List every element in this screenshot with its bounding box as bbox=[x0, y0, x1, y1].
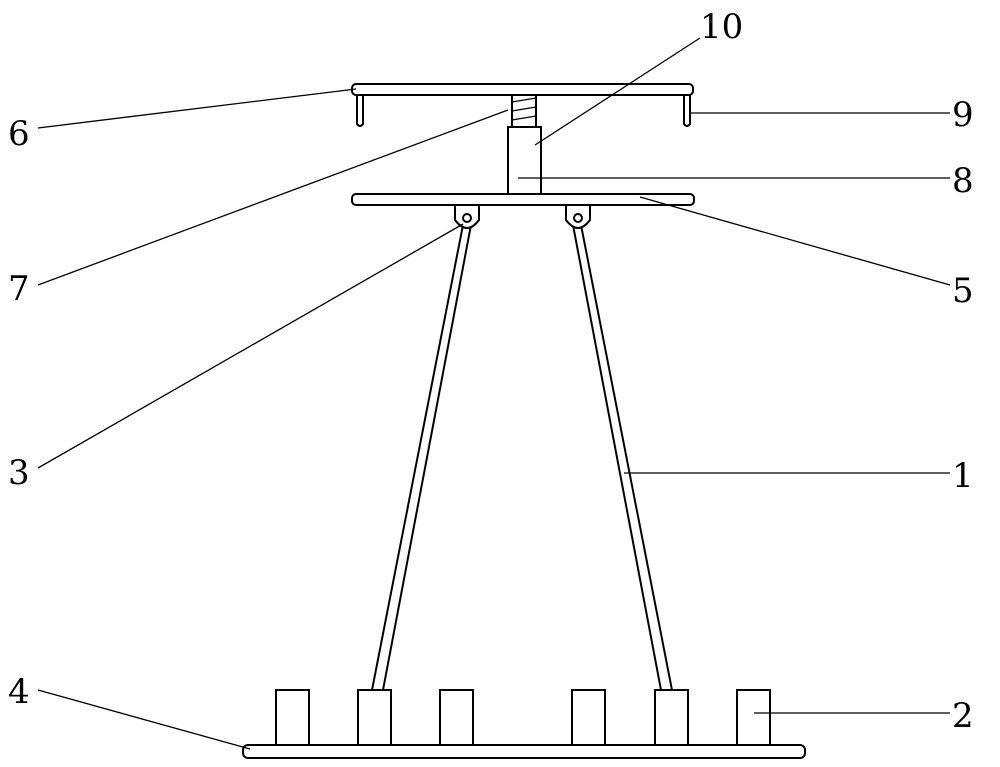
base-plate bbox=[242, 744, 806, 759]
label-3: 3 bbox=[8, 453, 30, 493]
label-1: 1 bbox=[952, 456, 974, 496]
hinge-lugs bbox=[454, 204, 591, 229]
block bbox=[736, 689, 771, 746]
right-pin bbox=[683, 94, 691, 127]
left-pin bbox=[356, 94, 364, 127]
label-7: 7 bbox=[8, 269, 30, 309]
base-blocks bbox=[275, 689, 771, 746]
label-10: 10 bbox=[700, 7, 743, 47]
label-5: 5 bbox=[952, 271, 974, 311]
block bbox=[571, 689, 606, 746]
pin-left bbox=[462, 213, 472, 223]
support-plate bbox=[351, 193, 695, 206]
label-9: 9 bbox=[952, 95, 974, 135]
pin-right bbox=[573, 213, 583, 223]
cylinder bbox=[507, 126, 542, 195]
top-bar bbox=[351, 83, 694, 96]
block bbox=[357, 689, 392, 746]
label-8: 8 bbox=[952, 161, 974, 201]
label-6: 6 bbox=[8, 114, 30, 154]
left-leg bbox=[370, 224, 473, 691]
spring bbox=[511, 94, 537, 128]
block bbox=[654, 689, 689, 746]
label-4: 4 bbox=[8, 672, 30, 712]
spring-coils bbox=[511, 97, 537, 121]
block bbox=[439, 689, 474, 746]
right-leg bbox=[571, 224, 674, 691]
block bbox=[275, 689, 310, 746]
label-2: 2 bbox=[952, 696, 974, 736]
leader-lines bbox=[37, 37, 951, 750]
